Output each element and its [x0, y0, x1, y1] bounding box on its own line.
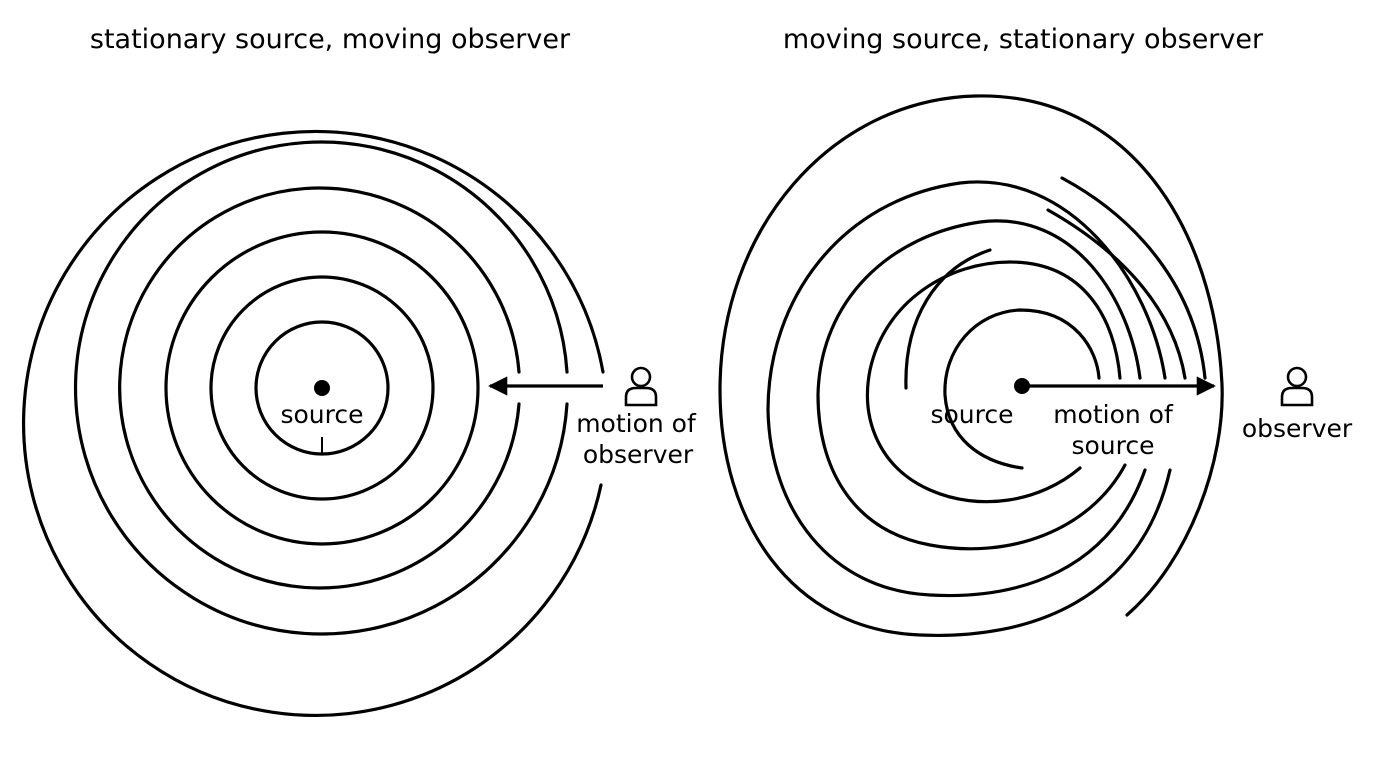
person-icon [624, 366, 658, 407]
wavefront-3 [816, 219, 1142, 551]
left-panel-title: stationary source, moving observer [90, 24, 571, 55]
right-observer-label: observer [1242, 414, 1353, 443]
wavefront-1 [254, 320, 390, 456]
wavefront-1 [943, 308, 1101, 470]
wavefront-arc-c [904, 248, 992, 390]
left-panel: stationary source, moving observer sourc… [21, 24, 697, 718]
wavefront-2 [865, 260, 1122, 504]
left-motion-label-line2: observer [583, 440, 694, 469]
wavefront-arc-a [1060, 176, 1207, 380]
source-dot-icon [314, 380, 330, 396]
left-wavefronts [21, 129, 605, 718]
left-source-label: source [280, 400, 363, 429]
wavefront-arc-b [1046, 208, 1187, 380]
right-panel: moving source, stationary observer sourc… [718, 24, 1353, 638]
right-motion-label-line1: motion of [1053, 400, 1174, 429]
wavefront-4 [118, 186, 521, 590]
right-motion-label-line2: source [1071, 431, 1154, 460]
right-source-label: source [930, 400, 1013, 429]
right-panel-title: moving source, stationary observer [783, 24, 1264, 55]
wavefront-3 [164, 230, 480, 546]
wavefront-4 [766, 180, 1167, 598]
person-icon [1280, 366, 1314, 407]
wavefront-6 [21, 129, 605, 718]
wavefront-5 [718, 94, 1224, 638]
wavefront-5 [73, 140, 569, 636]
wavefront-2 [209, 275, 435, 501]
left-motion-label-line1: motion of [576, 409, 697, 438]
right-wavefronts [718, 94, 1224, 638]
